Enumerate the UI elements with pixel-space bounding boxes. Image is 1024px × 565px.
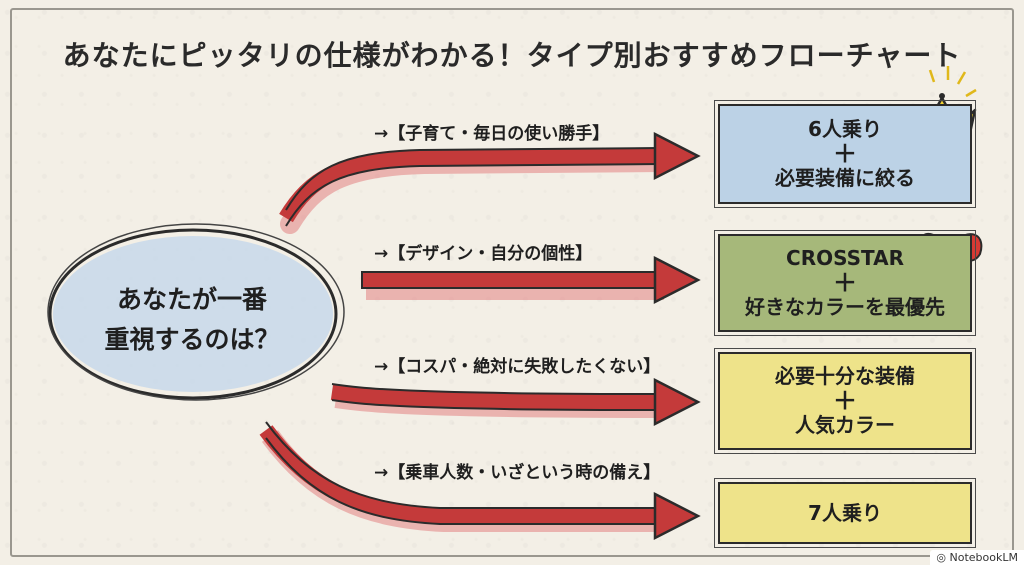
result-3-line-1: 必要十分な装備: [775, 364, 915, 388]
arrow-4: [259, 421, 701, 541]
watermark-icon: ◎: [936, 551, 950, 564]
arrow-3: [330, 377, 701, 427]
center-question: あなたが一番 重視するのは？: [72, 280, 312, 360]
branch-label-2: →【デザイン・自分の個性】: [374, 244, 593, 264]
watermark-text: NotebookLM: [949, 551, 1018, 564]
result-box-1: 6人乗り ＋ 必要装備に絞る: [714, 100, 976, 208]
result-box-4: 7人乗り: [714, 478, 976, 548]
center-question-line-1: あなたが一番: [116, 285, 267, 314]
result-4-line-1: 7人乗り: [808, 500, 882, 525]
branch-label-1: →【子育て・毎日の使い勝手】: [374, 124, 610, 144]
result-3-line-2: 人気カラー: [795, 413, 895, 437]
sketch-frame: [10, 8, 1014, 557]
result-box-2: CROSSTAR ＋ 好きなカラーを最優先: [714, 230, 976, 336]
branch-label-4: →【乗車人数・いざという時の備え】: [374, 463, 661, 483]
arrow-1: [279, 131, 701, 234]
result-2-plus: ＋: [833, 269, 857, 297]
center-ellipse: [47, 223, 345, 401]
branch-label-3: →【コスパ・絶対に失敗したくない】: [374, 357, 661, 377]
result-1-plus: ＋: [833, 140, 857, 168]
arrow-2: [361, 255, 701, 305]
result-box-3: 必要十分な装備 ＋ 人気カラー: [714, 348, 976, 454]
result-1-line-1: 6人乗り: [808, 117, 882, 141]
result-1-line-2: 必要装備に絞る: [775, 166, 915, 190]
result-2-line-2: 好きなカラーを最優先: [745, 295, 945, 319]
result-2-line-1: CROSSTAR: [786, 246, 904, 270]
watermark: ◎ NotebookLM: [930, 550, 1024, 565]
page-title: あなたにピッタリの仕様がわかる！タイプ別おすすめフローチャート: [62, 39, 962, 72]
center-question-line-2: 重視するのは？: [104, 325, 280, 354]
result-3-plus: ＋: [833, 387, 857, 415]
